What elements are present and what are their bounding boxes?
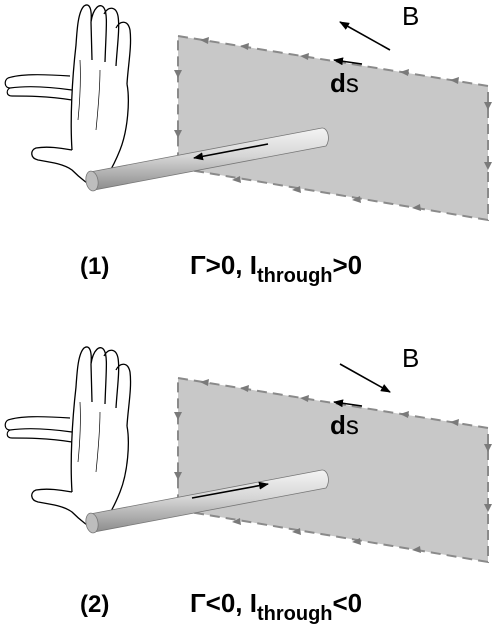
panel-number: (2) bbox=[80, 591, 109, 618]
field-arrow-icon bbox=[339, 21, 391, 51]
current-arrow-icon bbox=[191, 481, 269, 499]
current-arrow-icon bbox=[193, 143, 269, 161]
panel-caption: Γ<0, Ithrough<0 bbox=[190, 588, 362, 625]
field-label: B bbox=[402, 343, 419, 373]
ds-arrow-icon bbox=[333, 57, 363, 66]
field-label: B bbox=[402, 1, 419, 31]
ds-label: ds bbox=[330, 410, 359, 440]
right-hand-icon bbox=[4, 4, 132, 189]
loop-direction-arrows bbox=[174, 37, 492, 211]
field-arrow-icon bbox=[339, 363, 391, 393]
panel-1: B ds (1) Γ>0, Ithrough>0 bbox=[4, 1, 492, 287]
right-hand-icon bbox=[4, 346, 132, 531]
panel-caption: Γ>0, Ithrough>0 bbox=[190, 250, 362, 287]
ds-arrow-icon bbox=[333, 399, 363, 408]
panel-number: (1) bbox=[80, 253, 109, 280]
loop-direction-arrows bbox=[174, 379, 492, 553]
current-rod bbox=[85, 127, 329, 192]
surface-plane bbox=[177, 35, 489, 221]
ds-label: ds bbox=[330, 68, 359, 98]
panel-2: B ds (2) Γ<0, Ithrough<0 bbox=[4, 343, 492, 625]
surface-plane bbox=[177, 377, 489, 563]
